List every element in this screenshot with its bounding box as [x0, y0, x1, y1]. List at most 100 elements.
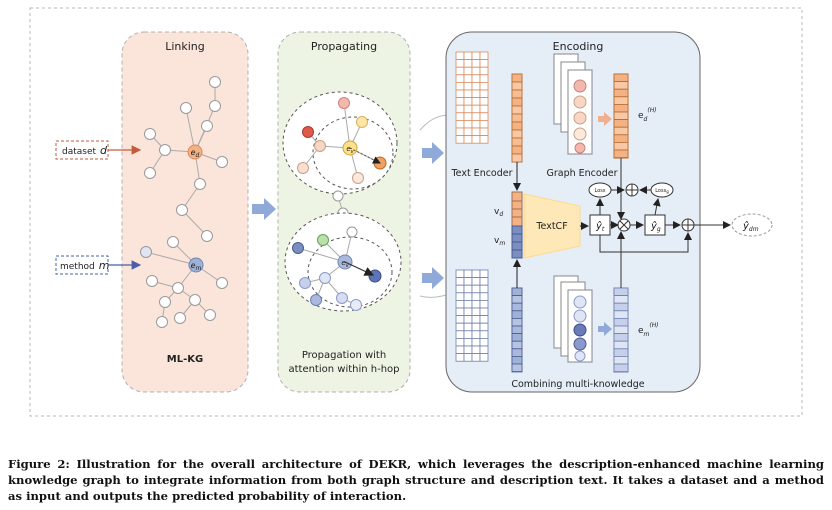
vector-cell: [511, 73, 523, 83]
vector-cell: [511, 348, 523, 357]
grid-cell: [479, 299, 489, 309]
grid-cell: [463, 330, 473, 339]
em-output-vector: [613, 287, 629, 372]
grid-cell: [471, 307, 481, 316]
vector-cell: [511, 97, 523, 107]
grid-cell: [471, 89, 481, 98]
encoding-panel: Encoding Text Encoder vd vm TextCF: [445, 31, 731, 393]
grid-cell: [463, 82, 473, 91]
grid-cell: [471, 269, 481, 278]
text-grid-upper: [455, 51, 489, 144]
grid-cell: [471, 74, 481, 83]
yg-label: ŷg: [650, 220, 661, 233]
vector-cell: [613, 134, 629, 143]
grid-cell: [455, 337, 465, 347]
grid-cell: [463, 59, 473, 68]
grid-cell: [463, 315, 473, 324]
ev-label-lower: ev: [341, 259, 349, 269]
ev-label-upper: ev: [346, 145, 354, 155]
graph-encoder-label: Graph Encoder: [547, 168, 618, 179]
vector-cell: [511, 363, 523, 372]
dataset-node: [187, 144, 203, 160]
propagation-caption-1: Propagation with: [302, 350, 386, 361]
grid-cell: [479, 322, 489, 332]
vector-cell: [613, 363, 629, 372]
grid-cell: [463, 299, 473, 309]
grid-cell: [455, 307, 465, 316]
grid-cell: [455, 135, 465, 144]
mlkg-label: ML-KG: [167, 354, 203, 365]
vector-cell: [511, 317, 523, 327]
vector-cell: [511, 302, 523, 312]
linking-title: Linking: [165, 40, 205, 53]
vector-cell: [613, 126, 629, 136]
grid-cell: [463, 66, 473, 76]
ed-output-vector: [613, 73, 629, 158]
grid-cell: [479, 277, 489, 286]
grid-cell: [455, 292, 465, 301]
grid-cell: [455, 59, 465, 68]
grid-cell: [471, 315, 481, 324]
grid-cell: [479, 353, 489, 362]
grid-cell: [463, 135, 473, 144]
output-node: ŷdm: [731, 213, 773, 237]
grid-cell: [455, 74, 465, 83]
grid-cell: [471, 127, 481, 136]
vector-cell: [613, 355, 629, 365]
grid-cell: [471, 112, 481, 121]
textcf-label: TextCF: [535, 221, 567, 232]
grid-cell: [463, 112, 473, 121]
grid-cell: [479, 292, 489, 301]
vector-cell: [613, 104, 629, 113]
vector-cell: [613, 88, 629, 98]
vector-cell: [511, 340, 523, 350]
grid-cell: [463, 345, 473, 354]
grid-cell: [455, 284, 465, 294]
vector-cell: [511, 355, 523, 365]
vector-cell: [511, 121, 523, 131]
vm-label: vm: [494, 236, 505, 247]
grid-cell: [479, 127, 489, 136]
grid-cell: [479, 112, 489, 121]
kg-nodes-lower: [140, 236, 228, 328]
method-node-label: em: [191, 261, 202, 272]
encoder-arrow-upper: [598, 112, 612, 126]
grid-cell: [455, 127, 465, 136]
grid-cell: [463, 89, 473, 98]
grid-cell: [471, 82, 481, 91]
grid-cell: [479, 59, 489, 68]
vector-cell: [511, 105, 523, 115]
grid-cell: [471, 120, 481, 129]
vector-cell: [613, 295, 629, 304]
grid-cell: [471, 292, 481, 301]
grid-cell: [479, 284, 489, 294]
grid-cell: [471, 66, 481, 76]
vector-cell: [511, 287, 523, 296]
grid-cell: [471, 353, 481, 362]
linking-panel: Linking ed: [121, 31, 249, 393]
grid-cell: [479, 89, 489, 98]
grid-cell: [463, 307, 473, 316]
grid-cell: [463, 104, 473, 114]
vector-cell: [613, 325, 629, 334]
vector-cell: [613, 119, 629, 128]
grid-cell: [471, 104, 481, 114]
grid-cell: [455, 330, 465, 339]
em-output-label: em(H): [638, 322, 659, 338]
grid-cell: [463, 353, 473, 362]
vector-cell: [613, 96, 629, 105]
vector-cell: [613, 333, 629, 342]
grid-cell: [471, 299, 481, 309]
grid-cell: [479, 337, 489, 347]
vector-cell: [613, 149, 629, 158]
grid-cell: [463, 74, 473, 83]
text-grid-lower: [455, 269, 489, 362]
yt-label: ŷt: [595, 220, 605, 233]
grid-cell: [471, 330, 481, 339]
grid-cell: [463, 277, 473, 286]
grid-cell: [455, 345, 465, 354]
propagating-panel: Propagating ev: [277, 31, 411, 393]
